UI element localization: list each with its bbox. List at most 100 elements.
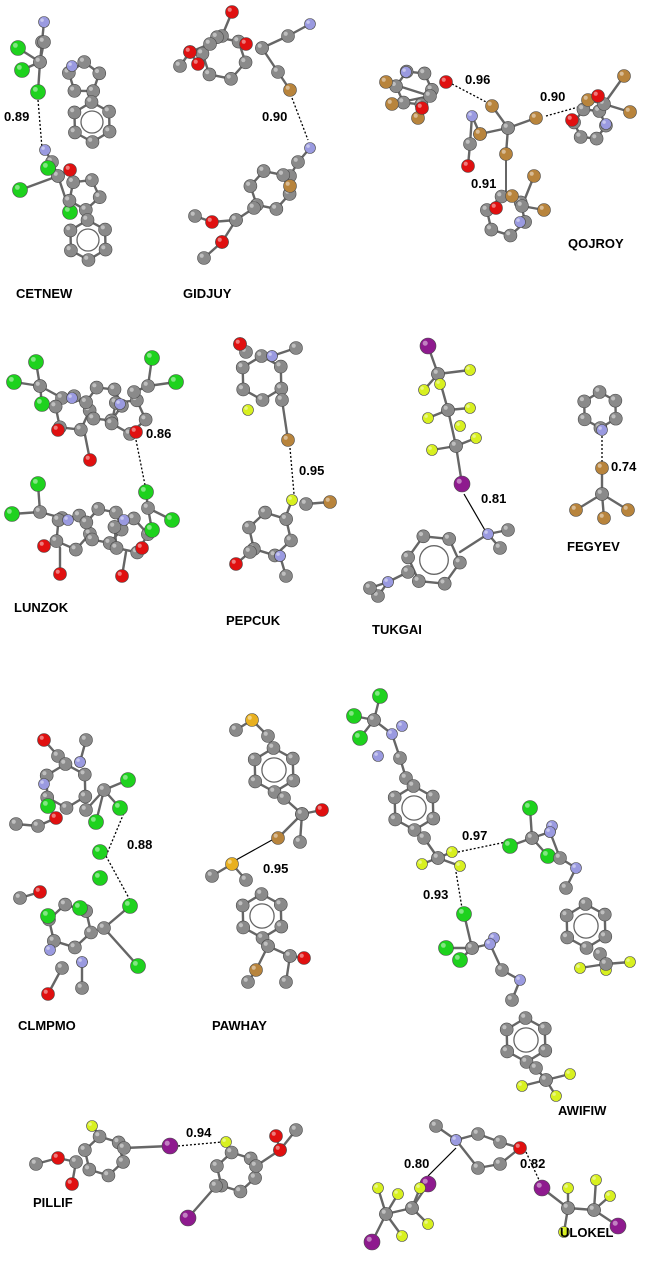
pillif-atom-i	[179, 1209, 197, 1227]
pepcuk-atom-c	[258, 505, 272, 520]
atom-highlight	[35, 57, 40, 62]
qojroy-atom-br	[505, 189, 519, 203]
atom-sphere	[598, 929, 613, 944]
atom-highlight	[381, 77, 386, 82]
atom-highlight	[466, 404, 470, 408]
atom-highlight	[67, 1179, 72, 1184]
awifiw-atom-cl	[502, 838, 518, 854]
fegyev-atom-c	[608, 411, 623, 426]
ulokel-atom-i	[609, 1217, 627, 1235]
pepcuk-atom-n	[266, 350, 278, 362]
atom-highlight	[566, 1070, 570, 1074]
ulokel-atom-f	[422, 1218, 434, 1230]
atom-sphere	[51, 423, 65, 437]
atom-highlight	[482, 205, 487, 210]
awifiw-atom-f	[516, 1080, 528, 1092]
atom-sphere	[501, 121, 515, 135]
atom-sphere	[372, 750, 384, 762]
cetnew-atom-c	[64, 243, 78, 258]
atom-sphere	[58, 757, 73, 771]
atom-sphere	[502, 838, 518, 854]
atom-highlight	[401, 773, 406, 778]
atom-sphere	[379, 1207, 393, 1221]
atom-highlight	[99, 923, 104, 928]
lunzok-atom-c	[85, 532, 99, 547]
awifiw-atom-c	[537, 1021, 552, 1036]
atom-highlight	[441, 77, 446, 82]
atom-sphere	[446, 846, 458, 858]
atom-sphere	[248, 1171, 262, 1185]
atom-highlight	[295, 837, 300, 842]
atom-sphere	[249, 963, 263, 977]
atom-sphere	[49, 811, 63, 825]
qojroy-atom-c	[484, 222, 499, 237]
pawhay-atom-c	[235, 898, 250, 913]
atom-highlight	[227, 859, 232, 864]
atom-sphere	[393, 751, 407, 765]
atom-sphere	[529, 111, 543, 125]
clmpmo-atom-c	[31, 819, 45, 833]
awifiw-atom-f	[454, 860, 466, 872]
atom-highlight	[495, 543, 500, 548]
atom-highlight	[399, 98, 404, 103]
atom-highlight	[84, 1165, 90, 1170]
atom-sphere	[209, 1179, 223, 1193]
lunzok-atom-c	[48, 399, 63, 414]
atom-sphere	[471, 1127, 485, 1141]
atom-highlight	[15, 893, 20, 898]
atom-highlight	[234, 37, 239, 42]
lunzok-atom-o	[115, 569, 129, 583]
awifiw-atom-c	[417, 831, 431, 845]
qojroy-atom-c	[417, 66, 432, 81]
atom-sphere	[247, 201, 261, 215]
cetnew-aromatic-ring	[76, 228, 100, 252]
atom-sphere	[587, 1203, 601, 1217]
pepcuk-atom-c	[275, 393, 289, 407]
pepcuk-atom-br	[323, 495, 337, 509]
atom-highlight	[175, 61, 180, 66]
lunzok-atom-c	[51, 513, 66, 527]
atom-highlight	[207, 217, 212, 222]
atom-highlight	[529, 171, 534, 176]
cetnew-atom-c	[92, 190, 107, 204]
awifiw-atom-c	[593, 947, 607, 961]
atom-sphere	[141, 379, 155, 393]
fegyev-atom-br	[597, 511, 611, 525]
atom-sphere	[274, 550, 286, 562]
ulokel-atom-i	[363, 1233, 381, 1251]
ulokel-atom-f	[590, 1174, 602, 1186]
atom-highlight	[217, 237, 222, 242]
atom-highlight	[88, 1122, 92, 1126]
pepcuk-atom-c	[243, 545, 257, 559]
awifiw-atom-c	[388, 812, 403, 827]
awifiw-atom-cl	[452, 952, 468, 968]
atom-sphere	[558, 1226, 570, 1238]
clmpmo-atom-c	[79, 803, 93, 817]
atom-highlight	[398, 722, 402, 726]
atom-sphere	[183, 45, 197, 59]
atom-sphere	[425, 789, 440, 804]
atom-highlight	[51, 813, 56, 818]
atom-highlight	[452, 1136, 456, 1140]
atom-highlight	[244, 523, 249, 528]
atom-sphere	[609, 1217, 627, 1235]
gidjuy-atom-c	[281, 29, 295, 43]
qojroy-atom-o	[461, 159, 475, 173]
atom-highlight	[275, 1145, 280, 1150]
clmpmo-atom-c	[75, 981, 89, 995]
clmpmo-atom-o	[49, 811, 63, 825]
atom-highlight	[238, 385, 244, 390]
atom-highlight	[52, 536, 57, 541]
atom-sphere	[85, 532, 99, 547]
atom-highlight	[42, 162, 48, 168]
clmpmo-atom-c	[59, 801, 74, 815]
atom-highlight	[166, 514, 172, 520]
atom-sphere	[429, 1119, 443, 1133]
atom-highlight	[594, 106, 600, 111]
atom-highlight	[281, 514, 286, 519]
atom-highlight	[562, 911, 567, 916]
awifiw-atom-f	[446, 846, 458, 858]
atom-highlight	[354, 732, 360, 738]
qojroy-atom-br	[379, 75, 393, 89]
contact-distance-ulokel-1: 0.80	[404, 1156, 429, 1171]
